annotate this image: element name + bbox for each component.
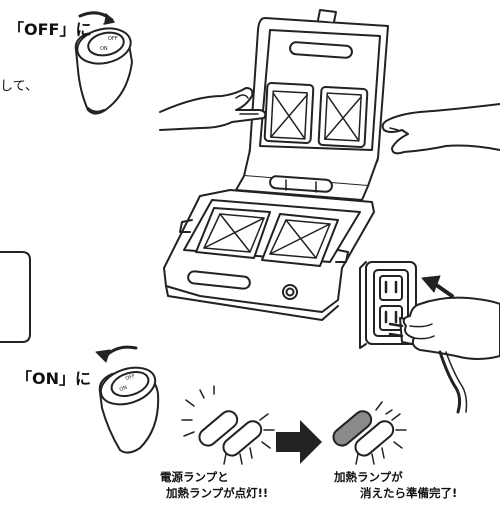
lamps-one-off-icon [332, 401, 407, 465]
off-knob-icon [74, 27, 133, 115]
ready-caption-line1: 加熱ランプが [334, 470, 403, 484]
off-knob-off-mark: OFF [108, 36, 118, 42]
rotate-arrowhead-on-icon [95, 349, 111, 363]
truncated-instruction-text: して、 [0, 79, 38, 94]
partial-panel-frame [0, 251, 31, 343]
off-knob-on-mark: ON [100, 46, 108, 52]
right-hand-illustration [381, 103, 500, 155]
on-knob-on-mark: ON [119, 385, 128, 393]
plug-hand-illustration [388, 296, 500, 414]
lamp-lit-caption-line2: 加熱ランプが点灯!! [166, 486, 269, 500]
ready-caption-line2: 消えたら準備完了! [360, 486, 458, 500]
next-step-arrow-icon [276, 420, 322, 464]
on-knob-off-mark: OFF [125, 373, 136, 382]
lamp-lit-caption-line1: 電源ランプと [160, 470, 229, 484]
on-instruction-label: 「ON」に [16, 369, 91, 388]
left-hand-illustration [159, 87, 267, 131]
sandwich-maker-illustration [163, 9, 389, 321]
on-knob-icon [98, 366, 160, 454]
lamps-lit-icon [181, 385, 275, 465]
insert-arrowhead-icon [421, 275, 441, 293]
off-instruction-label: 「OFF」に [8, 20, 92, 39]
rotate-arrowhead-icon [103, 13, 115, 25]
